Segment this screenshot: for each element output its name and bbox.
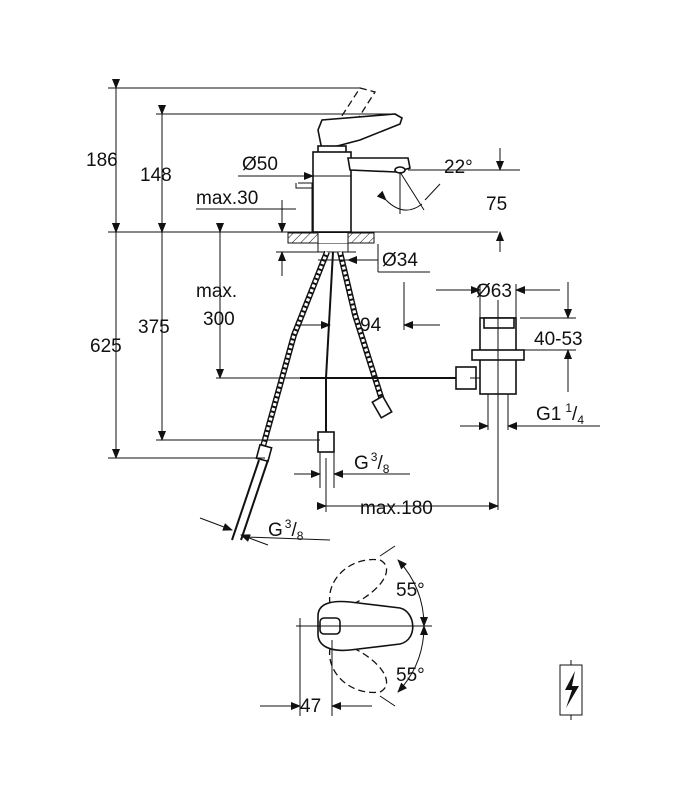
- label-148: 148: [140, 165, 172, 186]
- label-55-degree-bottom: 55°: [396, 665, 425, 686]
- label-diameter-63: Ø63: [476, 281, 512, 302]
- label-diameter-34: Ø34: [382, 250, 418, 271]
- label-max: max.: [196, 281, 237, 302]
- lightning-bolt-icon: [559, 660, 583, 720]
- top-view: 55° 55° 47: [260, 545, 432, 717]
- label-55-degree-top: 55°: [396, 580, 425, 601]
- label-47: 47: [300, 696, 321, 717]
- label-375: 375: [138, 317, 170, 338]
- counter-top: [108, 231, 498, 253]
- label-186: 186: [86, 150, 118, 171]
- label-94: 94: [360, 315, 382, 336]
- label-max-180: max.180: [360, 498, 433, 519]
- label-75: 75: [486, 194, 507, 215]
- label-22-degree: 22°: [444, 157, 473, 178]
- label-40-53: 40-53: [534, 329, 583, 350]
- faucet-side-view: [295, 87, 411, 233]
- label-max-30: max.30: [196, 188, 258, 209]
- label-diameter-50: Ø50: [242, 154, 278, 175]
- waste-assembly: [216, 300, 525, 510]
- dimension-lines: [108, 79, 600, 546]
- label-625: 625: [90, 336, 122, 357]
- label-300: 300: [203, 309, 235, 330]
- dimension-labels: 186 148 Ø50 22° max.30 75 Ø34 max. 300 9…: [86, 150, 584, 543]
- hoses: [231, 250, 393, 541]
